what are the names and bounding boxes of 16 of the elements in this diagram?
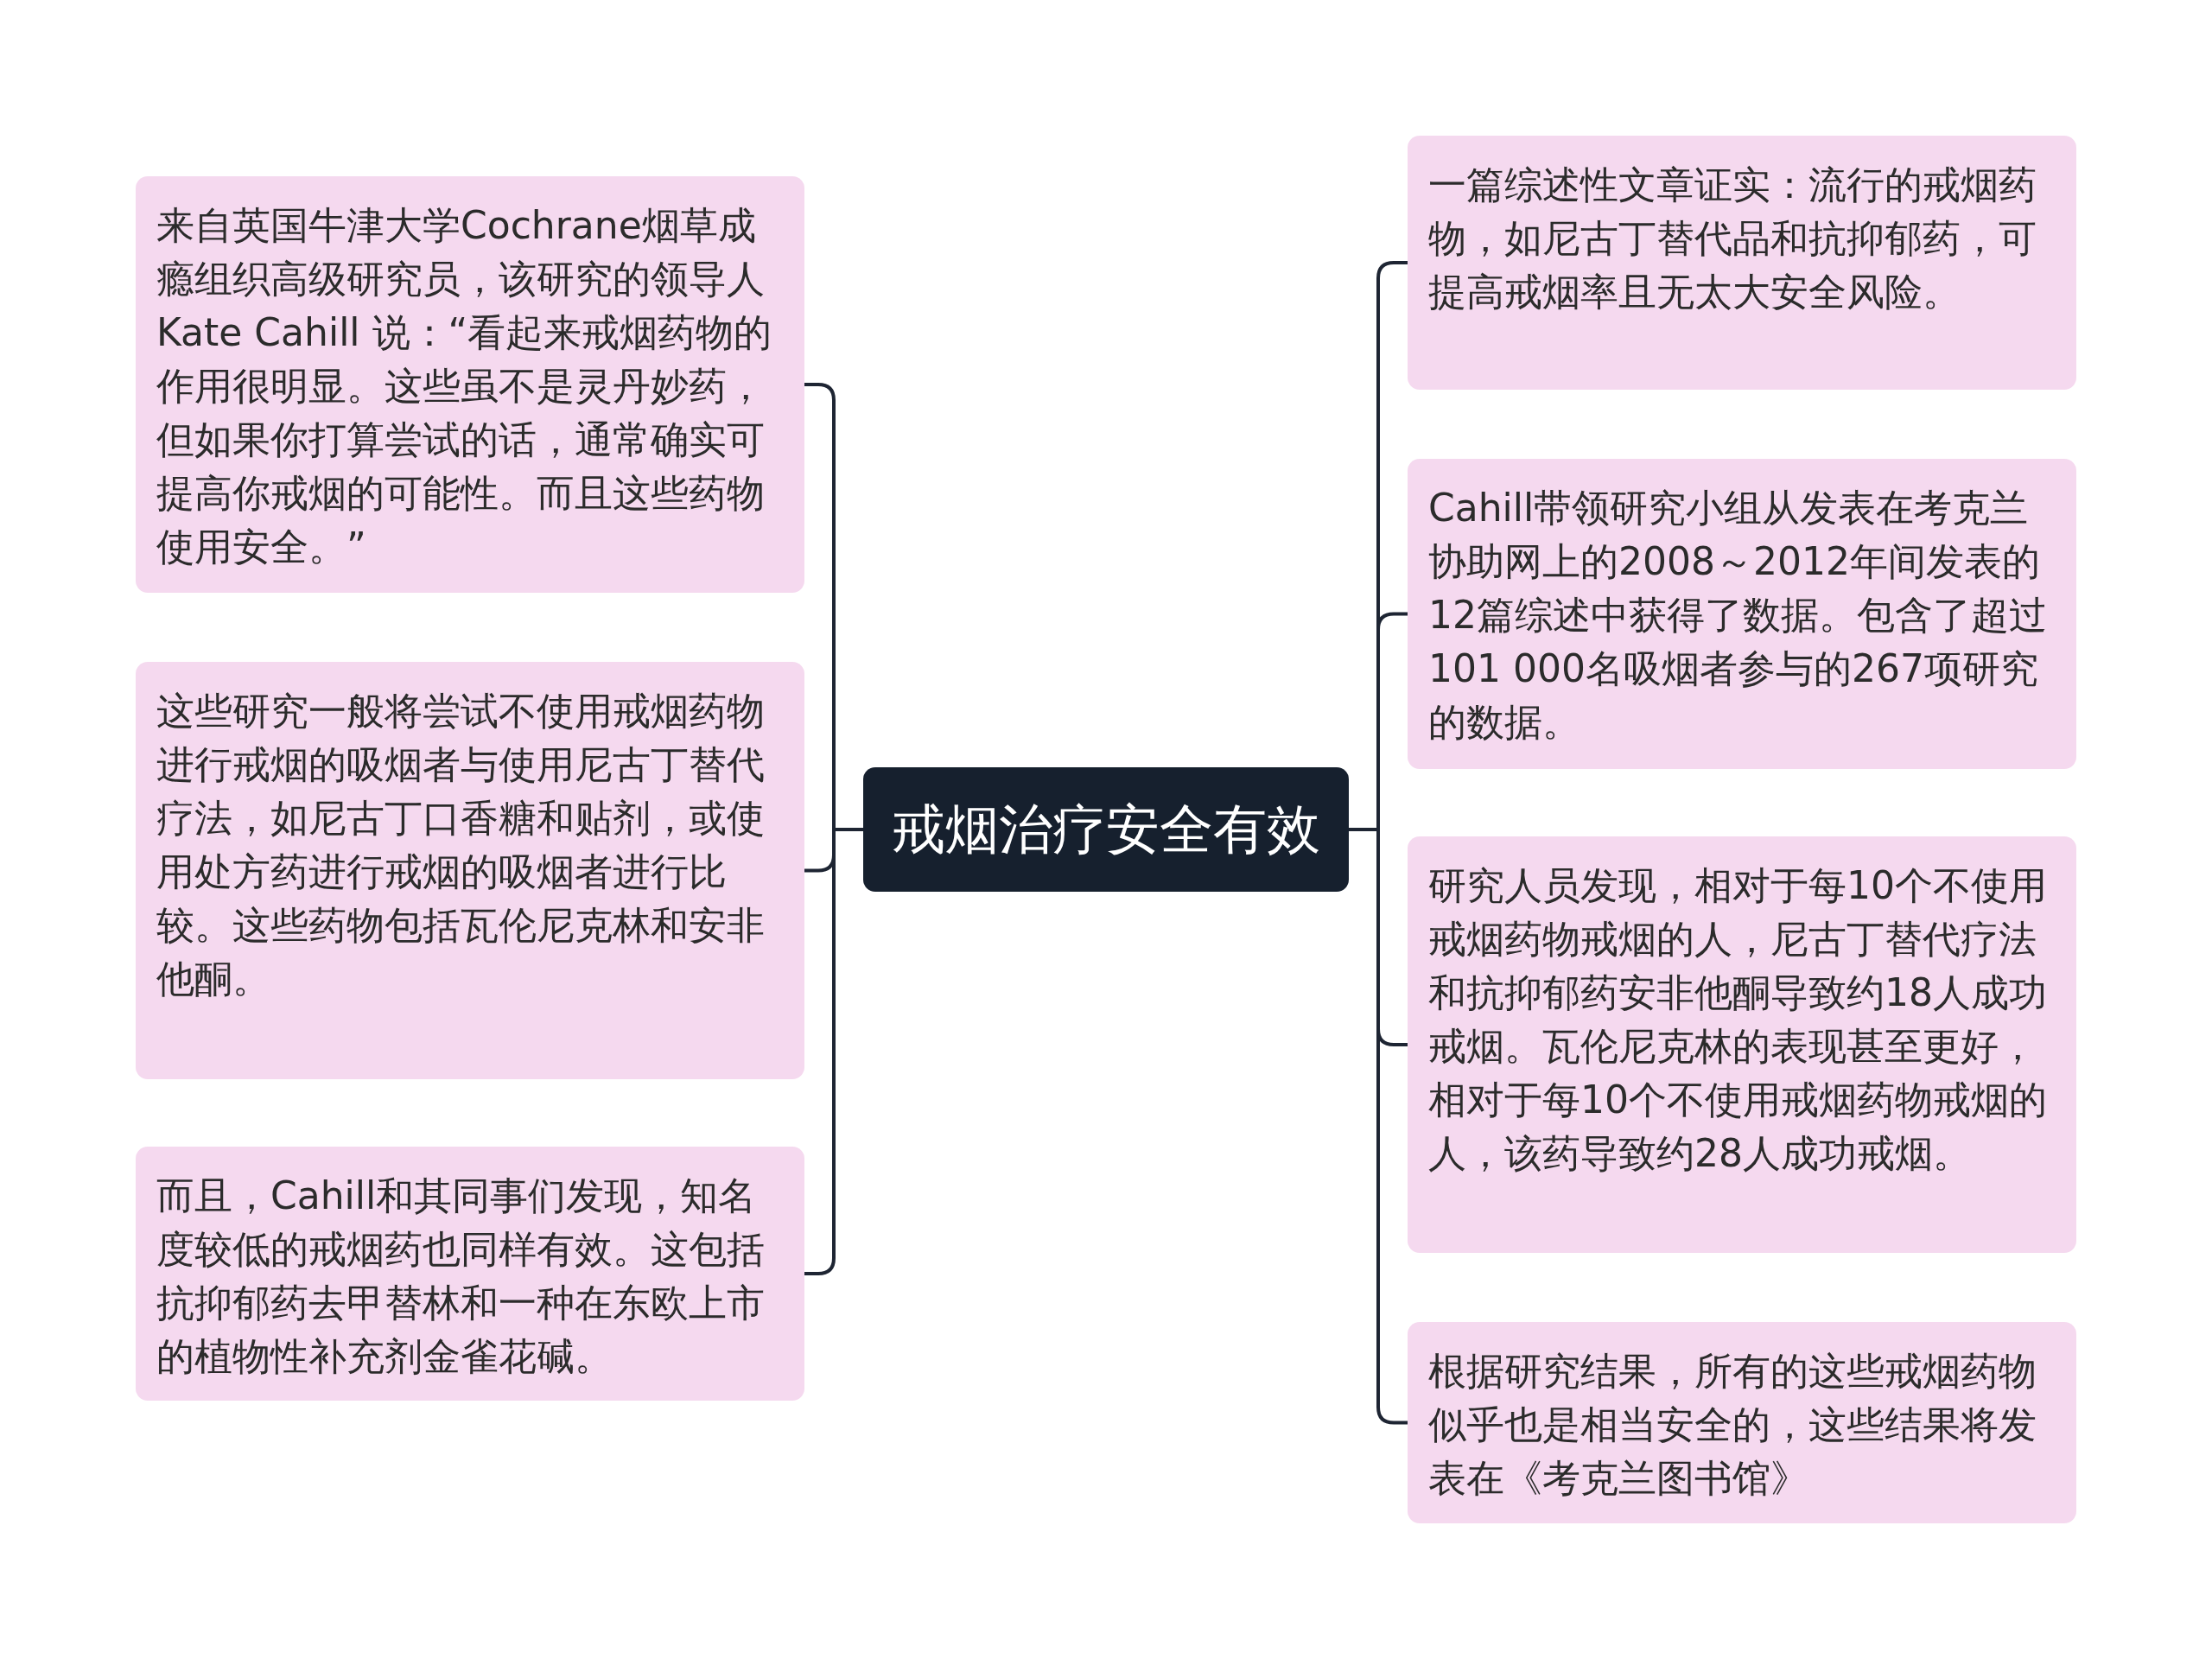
topic-card xyxy=(1408,1322,2076,1523)
topic-card xyxy=(1408,136,2076,390)
topic-title: 戒烟治疗安全有效 xyxy=(892,797,1320,863)
topic-card xyxy=(136,1147,804,1401)
topic-text: Cahill带领研究小组从发表在考克兰协助网上的2008～2012年间发表的12篇综述中获得了数据。包含了超过101 000名吸烟者参与的267项研究的数据。 xyxy=(1428,486,2047,744)
topic-text: 一篇综述性文章证实：流行的戒烟药物，如尼古丁替代品和抗抑郁药，可提高戒烟率且无太大安全风险。 xyxy=(1428,162,2037,314)
topic-card xyxy=(136,662,804,1079)
topic-card xyxy=(1408,836,2076,1253)
topic-text: 来自英国牛津大学Cochrane烟草成瘾组织高级研究员，该研究的领导人Kate Cahill 说：“看起来戒烟药物的作用很明显。这些虽不是灵丹妙药，但如果你打算尝试的话，通常确实可提高你戒烟的可能性。而且这些药物使用安全。” xyxy=(156,203,772,569)
topic-text: 而且，Cahill和其同事们发现，知名度较低的戒烟药也同样有效。这包括抗抑郁药去甲替林和一种在东欧上市的植物性补充剂金雀花碱。 xyxy=(156,1173,765,1378)
topic-text: 研究人员发现，相对于每10个不使用戒烟药物戒烟的人，尼古丁替代疗法和抗抑郁药安非他酮导致约18人成功戒烟。瓦伦尼克林的表现甚至更好，相对于每10个不使用戒烟药物戒烟的人，该药导致约28人成功戒烟。 xyxy=(1428,863,2047,1175)
topic-text: 根据研究结果，所有的这些戒烟药物似乎也是相当安全的，这些结果将发表在《考克兰图书馆》 xyxy=(1428,1349,2037,1500)
topic-card xyxy=(1408,459,2076,769)
central-topic xyxy=(863,767,1349,892)
topic-card xyxy=(136,176,804,593)
topic-text: 这些研究一般将尝试不使用戒烟药物进行戒烟的吸烟者与使用尼古丁替代疗法，如尼古丁口香糖和贴剂，或使用处方药进行戒烟的吸烟者进行比较。这些药物包括瓦伦尼克林和安非他酮。 xyxy=(156,689,765,1001)
